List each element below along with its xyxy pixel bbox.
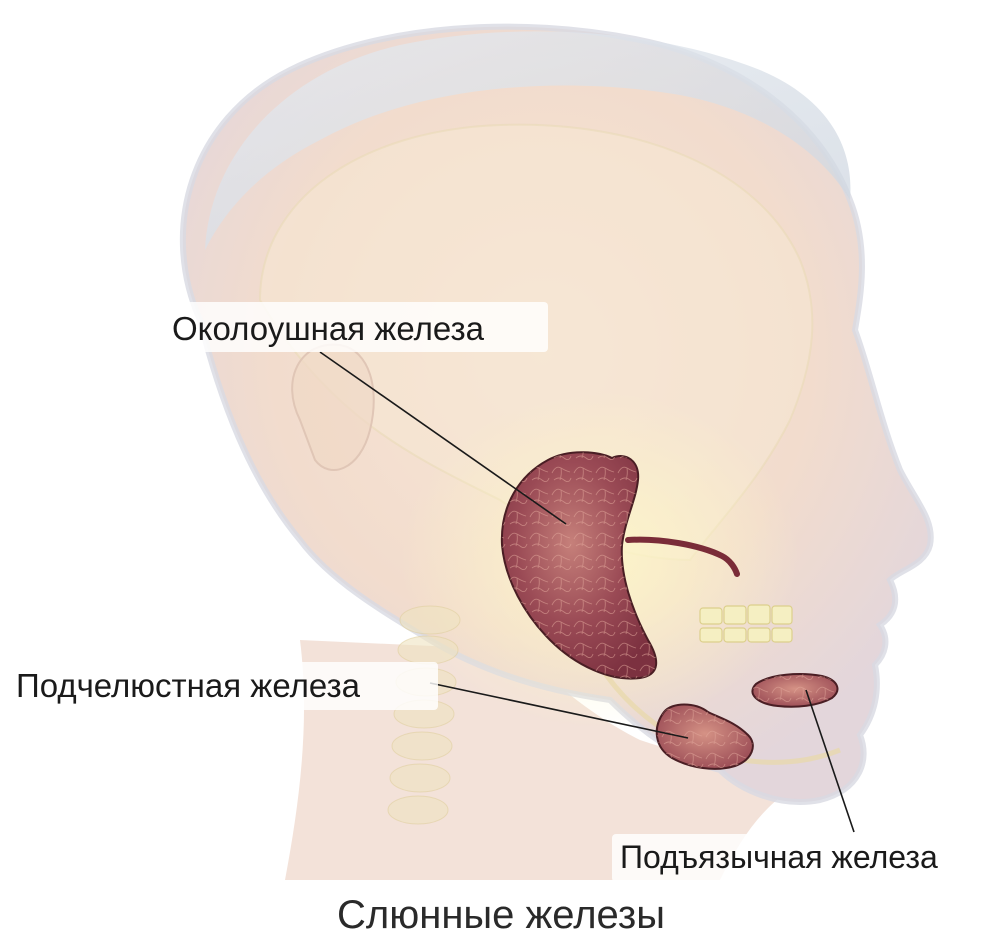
label-sublingual-text: Подъязычная железа	[620, 839, 938, 875]
label-sublingual: Подъязычная железа	[612, 834, 998, 882]
label-parotid: Околоушная железа	[162, 302, 548, 352]
label-submandibular-text: Подчелюстная железа	[16, 667, 361, 704]
label-parotid-text: Околоушная железа	[172, 310, 485, 347]
diagram-title: Слюнные железы	[337, 893, 665, 937]
label-submandibular: Подчелюстная железа	[8, 662, 438, 710]
